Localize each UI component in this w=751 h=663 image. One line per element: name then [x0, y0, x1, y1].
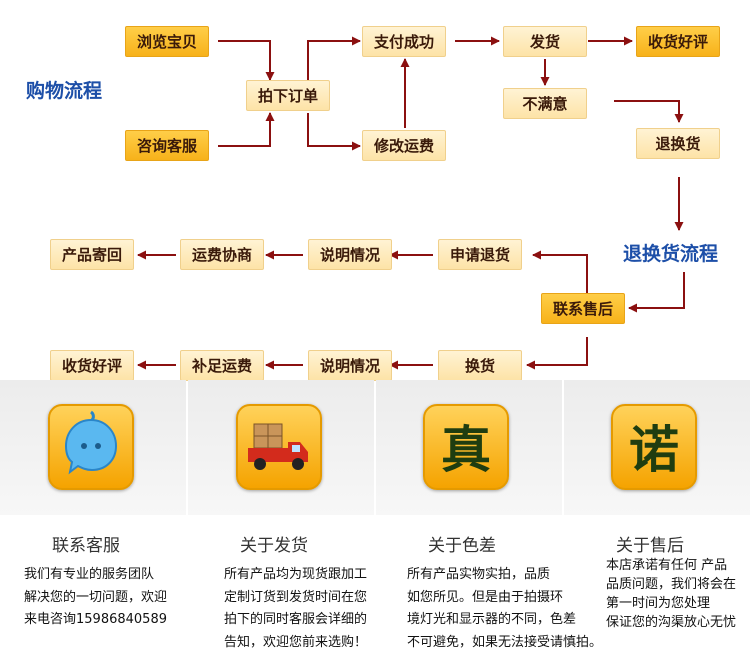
return-exchange-node: 退换货 — [636, 128, 720, 159]
add-freight-node: 补足运费 — [180, 350, 264, 381]
service-title-4: 关于售后 — [616, 536, 684, 556]
shopping-flow-title: 购物流程 — [26, 80, 103, 102]
review-node-2: 收货好评 — [50, 350, 134, 381]
flow-connectors — [137, 36, 685, 370]
chat-bubble-icon — [48, 404, 134, 490]
text-line: 所有产品实物实拍，品质 — [407, 567, 551, 582]
delivery-truck-icon — [236, 404, 322, 490]
explain-node-1: 说明情况 — [308, 239, 392, 270]
text-line: 解决您的一切问题，欢迎 — [24, 589, 168, 605]
exchange-node: 换货 — [438, 350, 522, 381]
service-title-3: 关于色差 — [428, 536, 496, 556]
text-line: 境灯光和显示器的不同，色差 — [407, 612, 577, 627]
text-line: 保证您的沟渠放心无忧 — [606, 615, 737, 630]
return-flow-title: 退换货流程 — [623, 243, 719, 265]
pay-node: 支付成功 — [362, 26, 446, 57]
review-node: 收货好评 — [636, 26, 720, 57]
service-title-2: 关于发货 — [240, 536, 308, 556]
contact-aftersale-node: 联系售后 — [541, 293, 625, 324]
apply-return-node: 申请退货 — [438, 239, 522, 270]
text-line: 第一时间为您处理 — [606, 596, 711, 611]
text-line: 来电咨询15986840589 — [24, 612, 167, 627]
modify-freight-node: 修改运费 — [362, 130, 446, 161]
unsatisfied-node: 不满意 — [503, 88, 587, 119]
service-text-4: 本店承诺有任何 产品 品质问题，我们将会在 第一时间为您处理 保证您的沟渠放心无… — [606, 556, 736, 632]
service-text-1: 我们有专业的服务团队 解决您的一切问题，欢迎 来电咨询15986840589 — [24, 564, 167, 632]
text-line: 不可避免，如果无法接受请慎拍。 — [407, 634, 603, 650]
zhen-char-icon: 真 — [423, 404, 509, 490]
browse-node: 浏览宝贝 — [125, 26, 209, 57]
explain-node-2: 说明情况 — [308, 350, 392, 381]
text-line: 告知，欢迎您前来选购！ — [224, 634, 368, 650]
freight-negotiate-node: 运费协商 — [180, 239, 264, 270]
ship-node: 发货 — [503, 26, 587, 57]
service-title-1: 联系客服 — [52, 536, 120, 556]
text-line: 拍下的同时客服会详细的 — [224, 612, 368, 627]
text-line: 品质问题，我们将会在 — [606, 577, 737, 592]
text-line: 所有产品均为现货跟加工 — [224, 567, 368, 582]
nuo-char-icon: 诺 — [611, 404, 697, 490]
send-back-node: 产品寄回 — [50, 239, 134, 270]
consult-node: 咨询客服 — [125, 130, 209, 161]
service-text-3: 所有产品实物实拍，品质 如您所见。但是由于拍摄环 境灯光和显示器的不同，色差 不… — [407, 564, 602, 654]
text-line: 我们有专业的服务团队 — [24, 567, 155, 582]
service-text-2: 所有产品均为现货跟加工 定制订货到发货时间在您 拍下的同时客服会详细的 告知，欢… — [224, 564, 367, 654]
text-line: 如您所见。但是由于拍摄环 — [407, 589, 564, 605]
text-line: 本店承诺有任何 产品 — [606, 558, 728, 573]
text-line: 定制订货到发货时间在您 — [224, 589, 368, 605]
order-node: 拍下订单 — [246, 80, 330, 111]
